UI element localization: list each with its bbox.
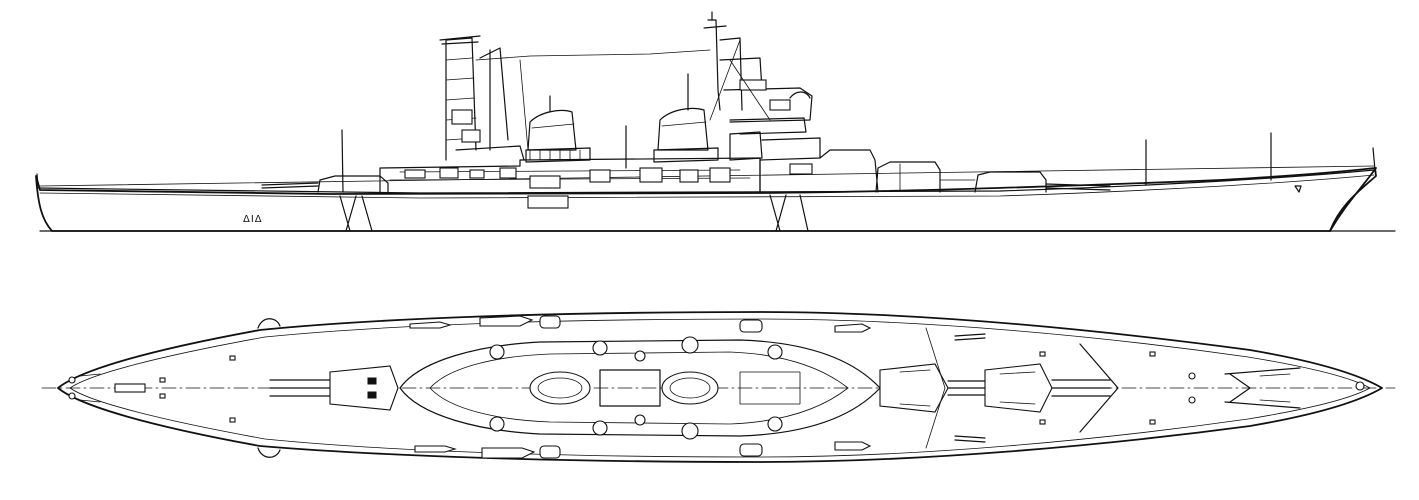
ensign-staff <box>36 173 39 187</box>
fwd-turret-b-profile <box>875 161 941 193</box>
aft-funnel <box>525 95 591 163</box>
deck-railing <box>39 165 1375 187</box>
aft-shaft-brackets <box>339 195 373 232</box>
aft-turret-plan <box>269 365 399 411</box>
rigging-stay <box>475 49 711 61</box>
sponson-top <box>257 318 281 329</box>
bow-stem <box>1329 167 1377 232</box>
aft-funnel-plan <box>529 371 591 405</box>
hawse-pipe <box>1294 185 1302 193</box>
breakwater <box>1079 343 1119 433</box>
fwd-turret-a-profile <box>974 171 1111 193</box>
sheer-strake <box>39 174 1375 199</box>
hull-outline <box>35 167 1377 232</box>
plan-deck-outline <box>57 311 1383 463</box>
superstructure-plan <box>399 336 881 440</box>
plan-inner-edge-top <box>69 318 1371 389</box>
side-profile: ΔΙΔ <box>35 11 1396 232</box>
fwd-turret-b-plan <box>879 363 991 413</box>
jackstaff-bow <box>1372 147 1376 171</box>
hull-marking-text: ΔΙΔ <box>243 214 263 225</box>
flagpole-aft <box>341 129 344 193</box>
bow-fittings <box>1188 367 1365 409</box>
fwd-funnel <box>653 73 719 163</box>
fwd-turret-a-plan <box>984 363 1111 413</box>
deck-seam <box>925 327 946 449</box>
plan-inner-edge-bottom <box>69 387 1371 458</box>
deck-fittings <box>159 351 1156 425</box>
deck-edge-line <box>37 169 1375 194</box>
plan-view <box>41 311 1396 463</box>
fwd-superstructure <box>759 149 879 193</box>
stern-details <box>68 373 146 403</box>
fwd-tower <box>703 11 821 161</box>
superstructure-base <box>379 157 761 193</box>
superstructure-details <box>404 167 731 209</box>
aft-mast <box>439 35 525 161</box>
boats-top <box>409 315 986 341</box>
aft-turret-profile <box>261 175 389 193</box>
boats-bottom <box>414 435 986 459</box>
rigging-stay-2 <box>519 59 529 151</box>
sponson-bottom <box>257 447 281 458</box>
fwd-funnel-plan <box>661 371 719 405</box>
fwd-shaft-brackets <box>769 194 809 232</box>
fwd-deckhouse-window <box>789 163 813 175</box>
